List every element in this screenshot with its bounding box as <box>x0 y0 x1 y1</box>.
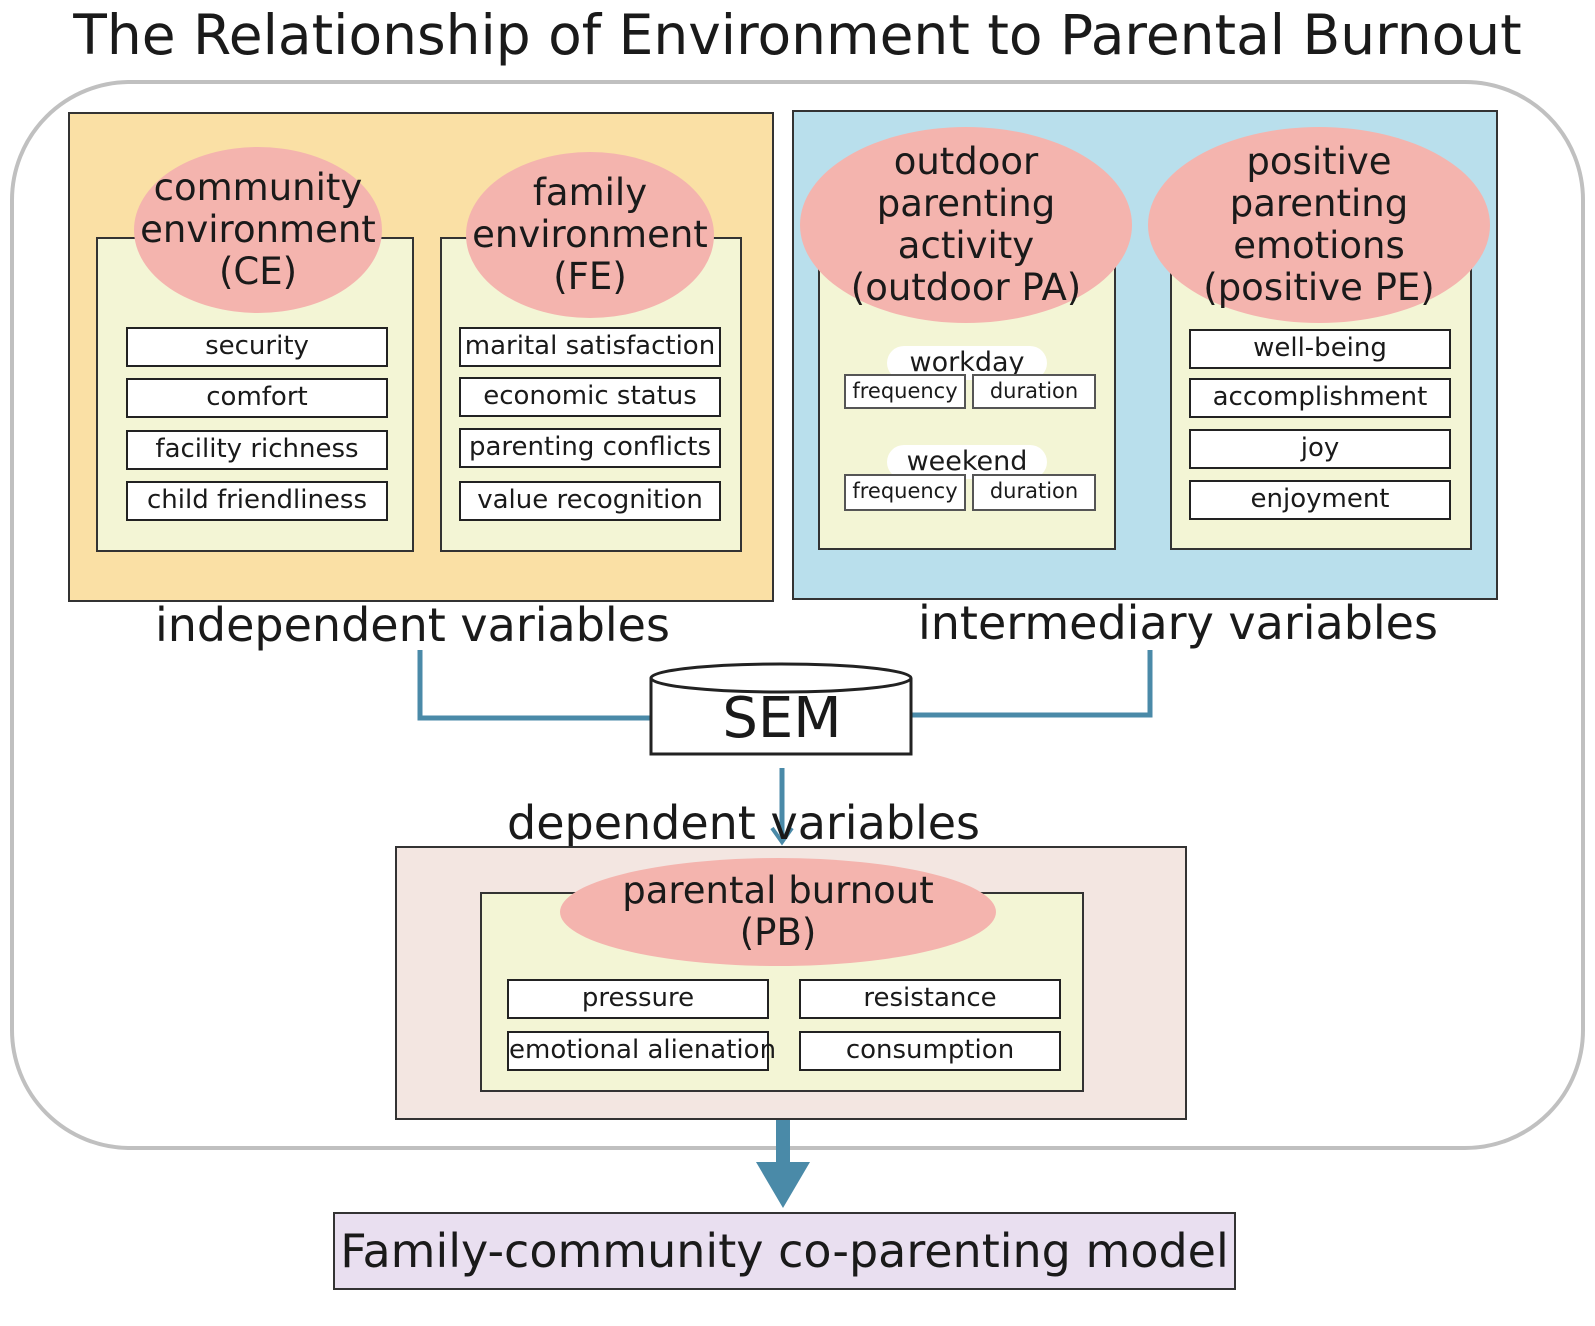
fe-item-parenting-conflicts: parenting conflicts <box>459 428 721 468</box>
pe-item-accomplishment: accomplishment <box>1189 378 1451 418</box>
intermediary-connector <box>912 650 1153 718</box>
pb-item-pressure: pressure <box>507 979 769 1019</box>
diagram-title: The Relationship of Environment to Paren… <box>73 3 1522 67</box>
parental-burnout-oval: parental burnout (PB) <box>560 858 996 966</box>
result-arrowhead <box>756 1162 810 1208</box>
fe-item-economic-status: economic status <box>459 377 721 417</box>
workday-frequency: frequency <box>844 374 966 409</box>
ce-item-comfort: comfort <box>126 378 388 418</box>
pb-item-consumption: consumption <box>799 1031 1061 1071</box>
fe-item-marital-satisfaction: marital satisfaction <box>459 327 721 367</box>
outdoor-activity-oval: outdoor parenting activity (outdoor PA) <box>800 127 1132 323</box>
intermediary-variables-label: intermediary variables <box>918 596 1438 650</box>
pb-item-resistance: resistance <box>799 979 1061 1019</box>
pe-item-joy: joy <box>1189 429 1451 469</box>
independent-connector <box>417 650 652 721</box>
independent-variables-label: independent variables <box>155 598 670 652</box>
co-parenting-model-box: Family-community co-parenting model <box>333 1212 1236 1290</box>
workday-duration: duration <box>972 374 1096 409</box>
ce-item-security: security <box>126 327 388 367</box>
family-environment-oval: family environment (FE) <box>466 152 714 318</box>
fe-item-value-recognition: value recognition <box>459 481 721 521</box>
weekend-duration: duration <box>972 474 1096 511</box>
weekend-frequency: frequency <box>844 474 966 511</box>
community-environment-oval: community environment (CE) <box>134 147 382 313</box>
pe-item-well-being: well-being <box>1189 329 1451 369</box>
weekend-label: weekend <box>887 445 1047 479</box>
sem-cylinder <box>649 662 913 756</box>
pe-item-enjoyment: enjoyment <box>1189 480 1451 520</box>
result-arrow-shaft <box>776 1120 790 1168</box>
ce-item-facility-richness: facility richness <box>126 430 388 470</box>
sem-label: SEM <box>722 686 842 751</box>
pb-item-emotional-alienation: emotional alienation <box>507 1031 776 1071</box>
positive-emotions-oval: positive parenting emotions (positive PE… <box>1148 127 1490 323</box>
sem-arrowhead <box>770 826 794 846</box>
ce-item-child-friendliness: child friendliness <box>126 481 388 521</box>
dependent-variables-label: dependent variables <box>507 796 981 850</box>
